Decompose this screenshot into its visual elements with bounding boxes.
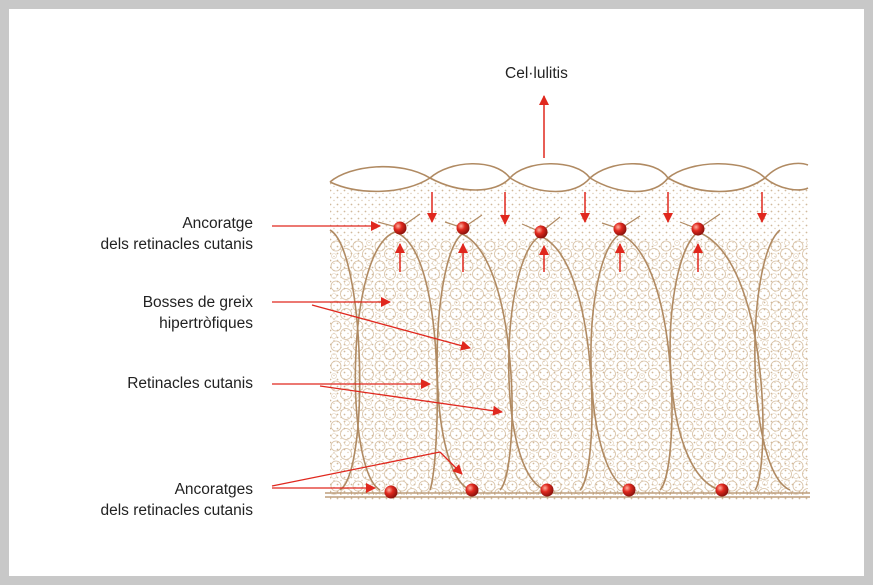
bottom-anchorage-label-line2: dels retinacles cutanis [101,500,254,521]
fat-pockets-label: Bosses de greix hipertròfiques [143,292,253,334]
top-anchorage-label: Ancoratge dels retinacles cutanis [101,213,254,255]
anchor-ball [623,484,636,497]
anchor-ball [394,222,407,235]
bottom-anchorage-label-line1: Ancoratges [101,479,254,500]
bottom-anchorage-label: Ancoratges dels retinacles cutanis [101,479,254,521]
skin-surface-line [330,163,808,191]
anchor-ball [716,484,729,497]
anchor-ball [385,486,398,499]
anchor-ball [535,226,548,239]
fat-pockets-label-line1: Bosses de greix [143,292,253,313]
anchor-ball [692,223,705,236]
top-anchorage-label-line1: Ancoratge [101,213,254,234]
top-anchorage-label-line2: dels retinacles cutanis [101,234,254,255]
anchor-ball [466,484,479,497]
fat-pockets-label-line2: hipertròfiques [143,313,253,334]
retinacula-label: Retinacles cutanis [127,373,253,394]
anchor-ball [614,223,627,236]
anchor-ball [457,222,470,235]
cellulite-label: Cel·lulitis [505,63,568,84]
anchor-ball [541,484,554,497]
